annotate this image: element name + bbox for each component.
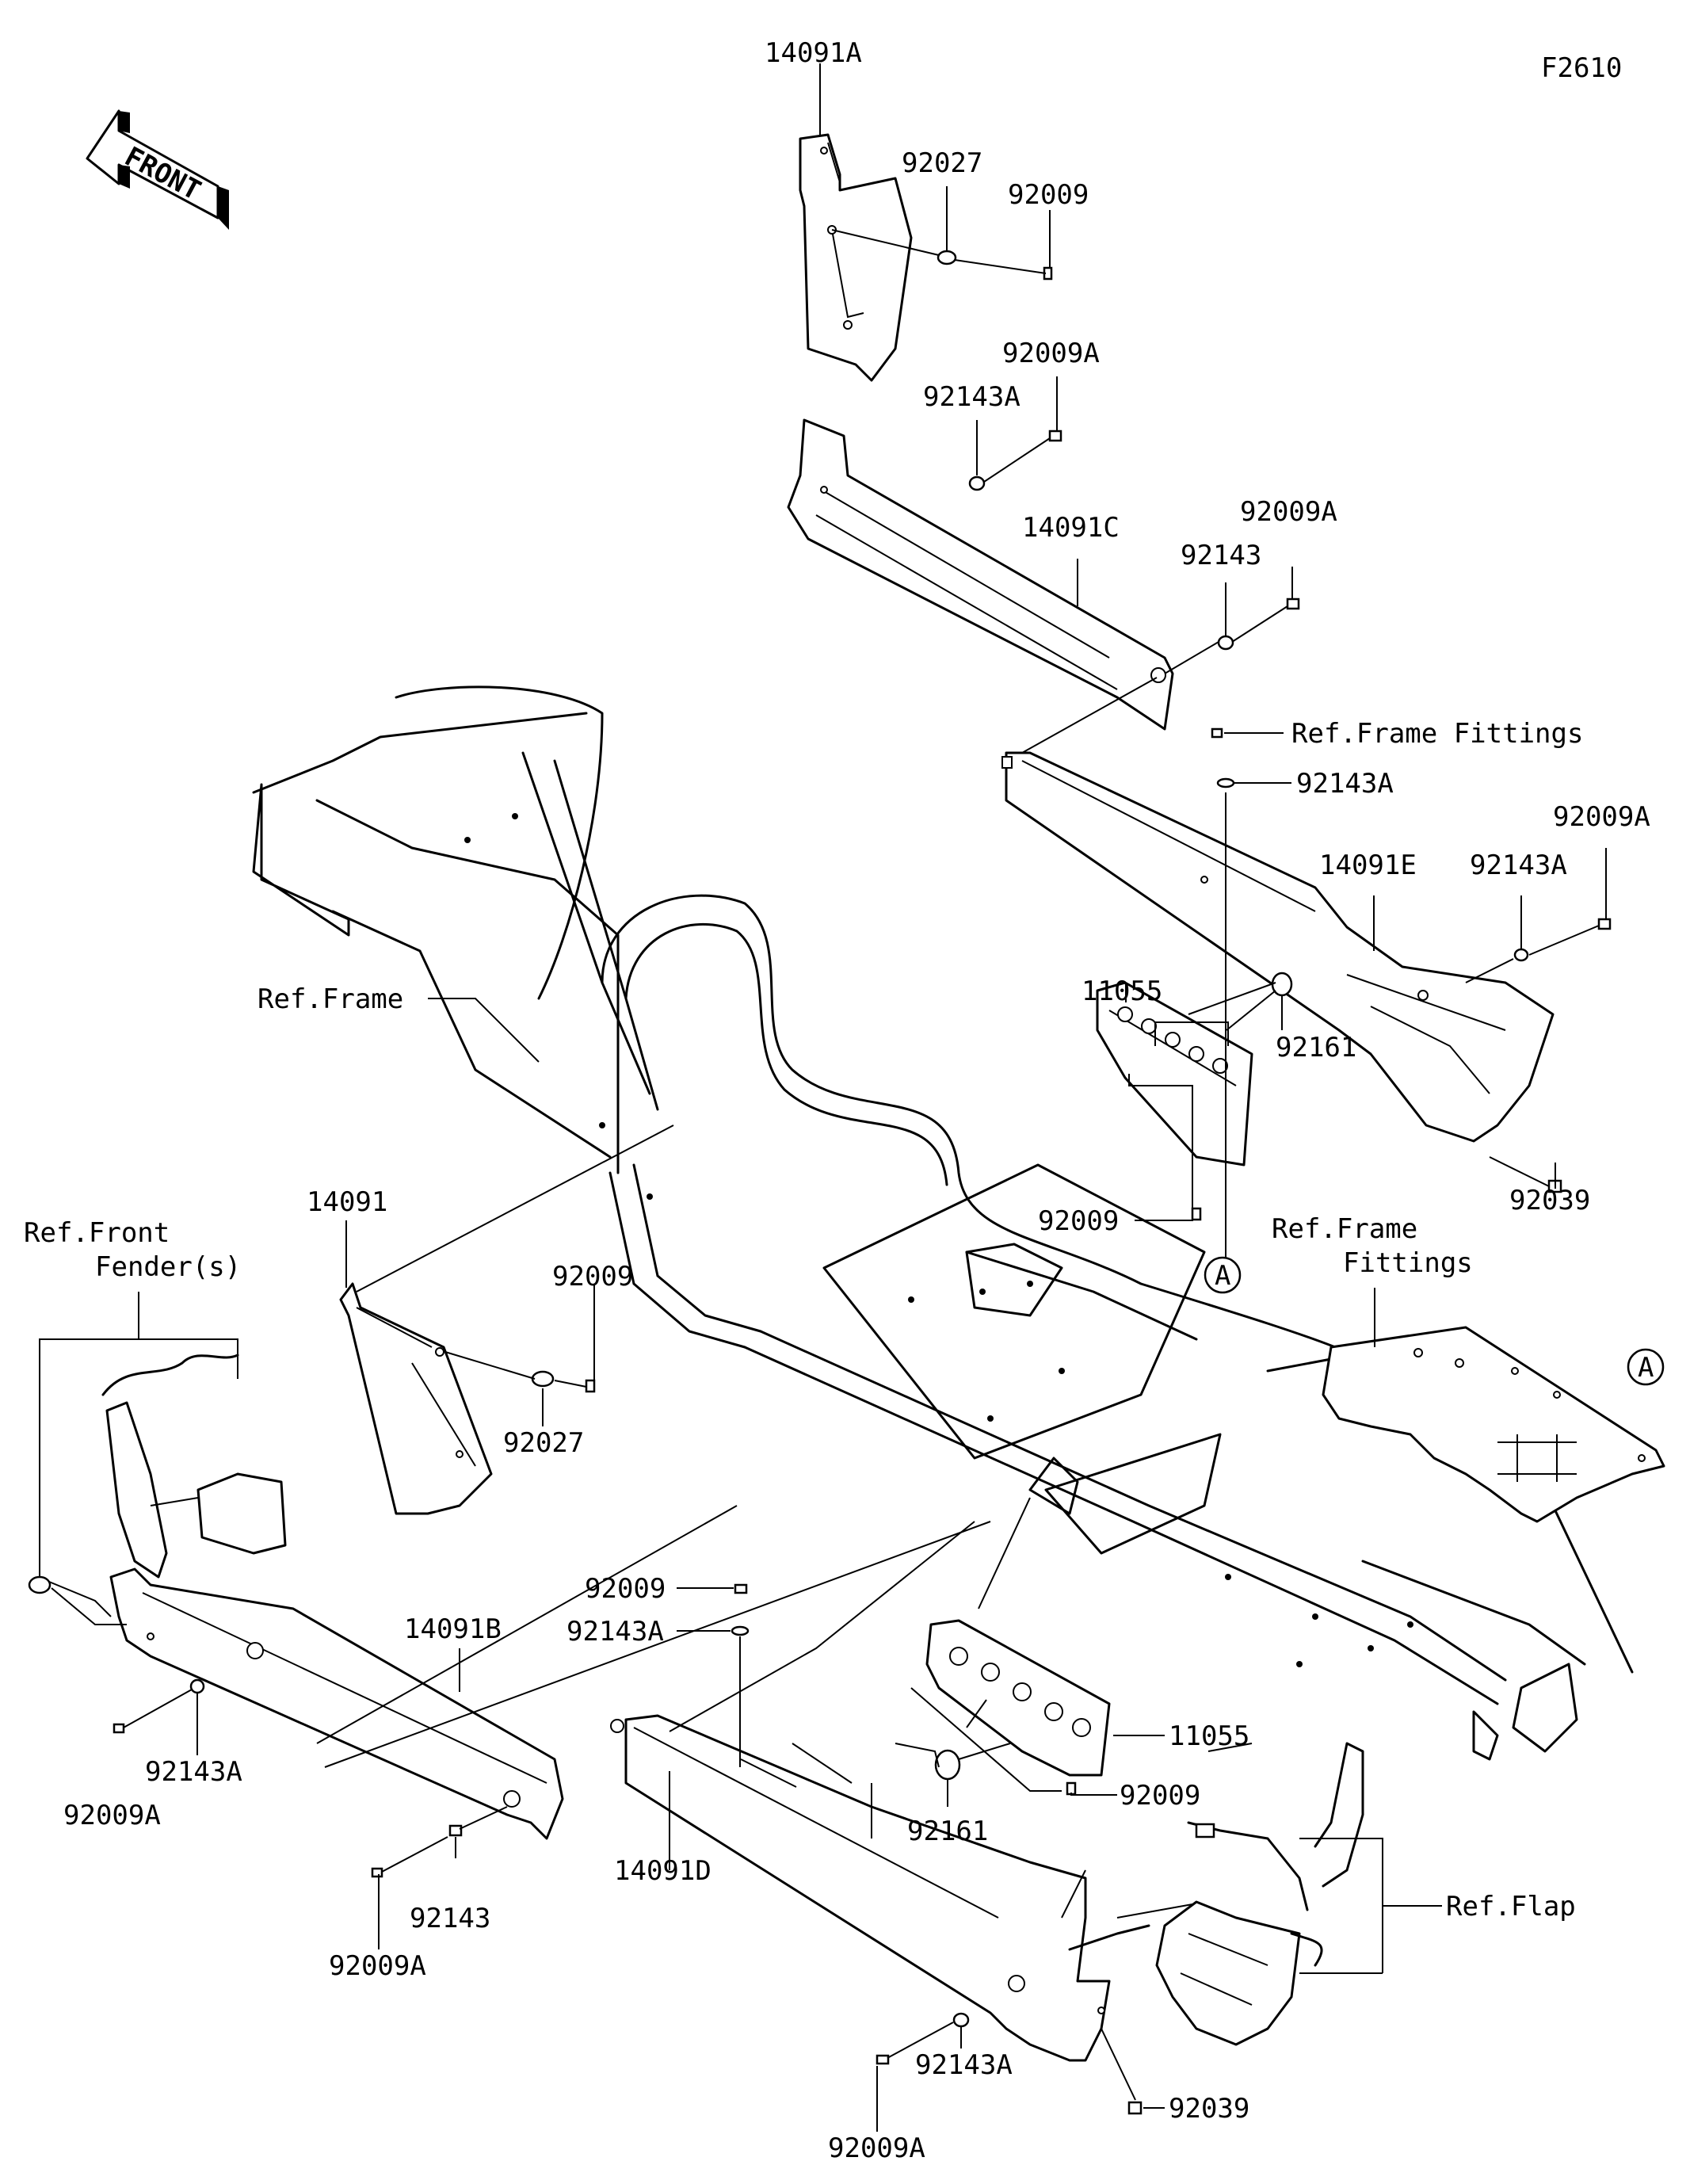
label-92143A-5: 92143A [567, 1616, 664, 1648]
label-92009-bot2: 92009 [1120, 1780, 1200, 1812]
front-fender-reference [101, 1354, 287, 1579]
label-92161-top: 92161 [1276, 1032, 1356, 1063]
front-arrow-icon: FRONT [86, 109, 229, 230]
label-92027-left: 92027 [503, 1427, 584, 1459]
bolt-92009A-6 [876, 2054, 890, 2065]
part-14091D [610, 1714, 1111, 2062]
nut-92143-2 [448, 1824, 463, 1837]
grommet-92161-bot [934, 1749, 961, 1781]
bolt-92009A-2 [1286, 598, 1300, 610]
label-92009A-3: 92009A [1553, 801, 1650, 833]
label-92143-1: 92143 [1181, 540, 1261, 571]
figure-code: F2610 [1541, 52, 1622, 84]
label-14091B: 14091B [404, 1613, 502, 1645]
part-14091E [1001, 751, 1555, 1143]
bolt-92009-left [585, 1379, 596, 1393]
label-14091D: 14091D [614, 1855, 711, 1887]
label-14091C: 14091C [1022, 512, 1120, 544]
part-labels: 14091A 92027 92009 92009A 92143A 14091C … [24, 37, 1650, 2164]
part-11055-bottom [925, 1619, 1111, 1777]
label-92009A-2: 92009A [1240, 496, 1337, 528]
label-92143A-6: 92143A [915, 2049, 1013, 2081]
nut-92143A-5 [731, 1625, 750, 1636]
label-92143A-3: 92143A [1470, 850, 1567, 881]
part-14091B [109, 1567, 564, 1840]
bolt-92039-bot [1127, 2101, 1143, 2115]
nut-92143A-6 [952, 2012, 970, 2028]
nut-92143A-2 [1216, 777, 1235, 788]
label-92027-top: 92027 [902, 147, 982, 179]
front-arrow-label: FRONT [120, 141, 206, 207]
bolt-92009A-4 [113, 1723, 125, 1734]
nut-92143-1 [1217, 635, 1234, 651]
callout-a-1-label: A [1215, 1260, 1230, 1292]
callout-a-1: A [1204, 1256, 1242, 1294]
label-11055-bot: 11055 [1169, 1720, 1249, 1752]
leader-lines [39, 63, 1607, 2132]
label-14091E: 14091E [1319, 850, 1417, 881]
clip-fender-fitting [28, 1575, 52, 1594]
part-14091C [787, 418, 1174, 731]
label-ref-frame: Ref.Frame [258, 983, 403, 1015]
label-92009A-1: 92009A [1002, 338, 1100, 369]
label-ref-frame-fittings-2b: Fittings [1343, 1247, 1473, 1279]
nut-92143A-3 [1513, 948, 1529, 962]
part-11055-top [1096, 981, 1253, 1166]
label-92143A-2: 92143A [1296, 768, 1394, 800]
label-92143A-4: 92143A [145, 1756, 242, 1788]
label-92009A-4: 92009A [63, 1800, 161, 1831]
label-92009-top: 92009 [1008, 179, 1089, 211]
label-14091: 14091 [307, 1186, 387, 1218]
label-92009-left: 92009 [552, 1261, 633, 1292]
label-ref-frame-fittings-1: Ref.Frame Fittings [1291, 718, 1583, 750]
label-ref-flap: Ref.Flap [1446, 1891, 1576, 1922]
nut-92143A-4 [189, 1678, 205, 1694]
bolt-92009-bot2 [1066, 1781, 1077, 1796]
washer-92027-top [937, 250, 957, 265]
bolt-ref-frame-fittings [1211, 727, 1223, 739]
label-92039-bot: 92039 [1169, 2093, 1249, 2125]
label-92039-top: 92039 [1509, 1185, 1590, 1216]
label-ref-front-fender-2: Fender(s) [95, 1251, 241, 1283]
label-92009-bot: 92009 [585, 1573, 666, 1605]
label-92009-mid: 92009 [1038, 1205, 1119, 1237]
part-14091 [339, 1282, 493, 1515]
grommet-92161-top [1271, 972, 1293, 997]
label-92143A-1: 92143A [923, 381, 1020, 413]
label-92009A-6: 92009A [828, 2132, 925, 2164]
main-frame [252, 685, 1634, 1761]
bolt-92009-bot [734, 1583, 748, 1594]
callout-a-2: A [1627, 1348, 1665, 1386]
bolt-92009A-5 [371, 1867, 383, 1878]
label-92009A-5: 92009A [329, 1950, 426, 1982]
frame-fittings-reference [1322, 1326, 1665, 1523]
label-92143-2: 92143 [410, 1903, 490, 1934]
label-ref-front-fender-1: Ref.Front [24, 1217, 170, 1249]
bolt-92009A-3 [1597, 918, 1612, 930]
label-11055-top: 11055 [1082, 976, 1162, 1007]
nut-92143A-1 [968, 475, 986, 491]
part-14091A [799, 133, 913, 382]
flap-reference [1068, 1742, 1364, 2046]
callout-a-2-label: A [1638, 1352, 1654, 1384]
label-14091A: 14091A [765, 37, 862, 69]
washer-92027-left [531, 1370, 555, 1388]
label-92161-bot: 92161 [907, 1816, 988, 1847]
bolt-92009A-1 [1048, 430, 1062, 442]
label-ref-frame-fittings-2a: Ref.Frame [1272, 1213, 1417, 1245]
bolt-92009-mid [1191, 1207, 1202, 1221]
